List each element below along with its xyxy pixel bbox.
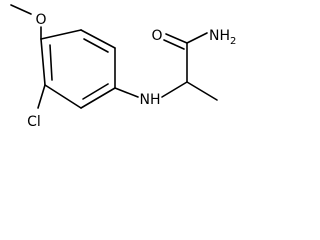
carbonyl-double-bond-b [163,39,185,50]
carbonyl-oxygen-label: O [151,28,162,44]
ring-bond-c2-c3 [44,84,82,109]
nh-to-alpha-carbon-bond [161,81,188,98]
ring-to-nh-bond [114,87,139,98]
chlorine-bond [37,84,46,109]
methoxy-methyl-bond [10,4,32,15]
carbonyl-double-bond-a [165,33,188,44]
ring-double-bond-inner-left [49,44,53,81]
carbon-to-amide-nitrogen-bond [186,32,208,44]
structure-diagram: O Cl NH O NH2 [10,4,236,130]
ring-bond-c4-c5 [40,29,82,40]
chlorine-label: Cl [27,114,41,130]
ring-bond-c5-c6 [80,29,116,49]
ring-bond-c1-c2 [80,87,116,109]
ring-double-bond-inner-bottom [82,83,109,100]
alpha-carbon-methyl-bond [186,81,218,101]
amide-nitrogen-h-count: 2 [230,36,236,47]
amide-nitrogen-symbol: NH [209,28,230,44]
ring-double-bond-inner-top [83,38,109,53]
amide-nitrogen-label: NH2 [209,28,236,47]
ring-bond-c3-c4 [40,38,46,86]
amine-nitrogen-label: NH [140,92,161,108]
methoxy-oxygen-label: O [35,12,46,28]
